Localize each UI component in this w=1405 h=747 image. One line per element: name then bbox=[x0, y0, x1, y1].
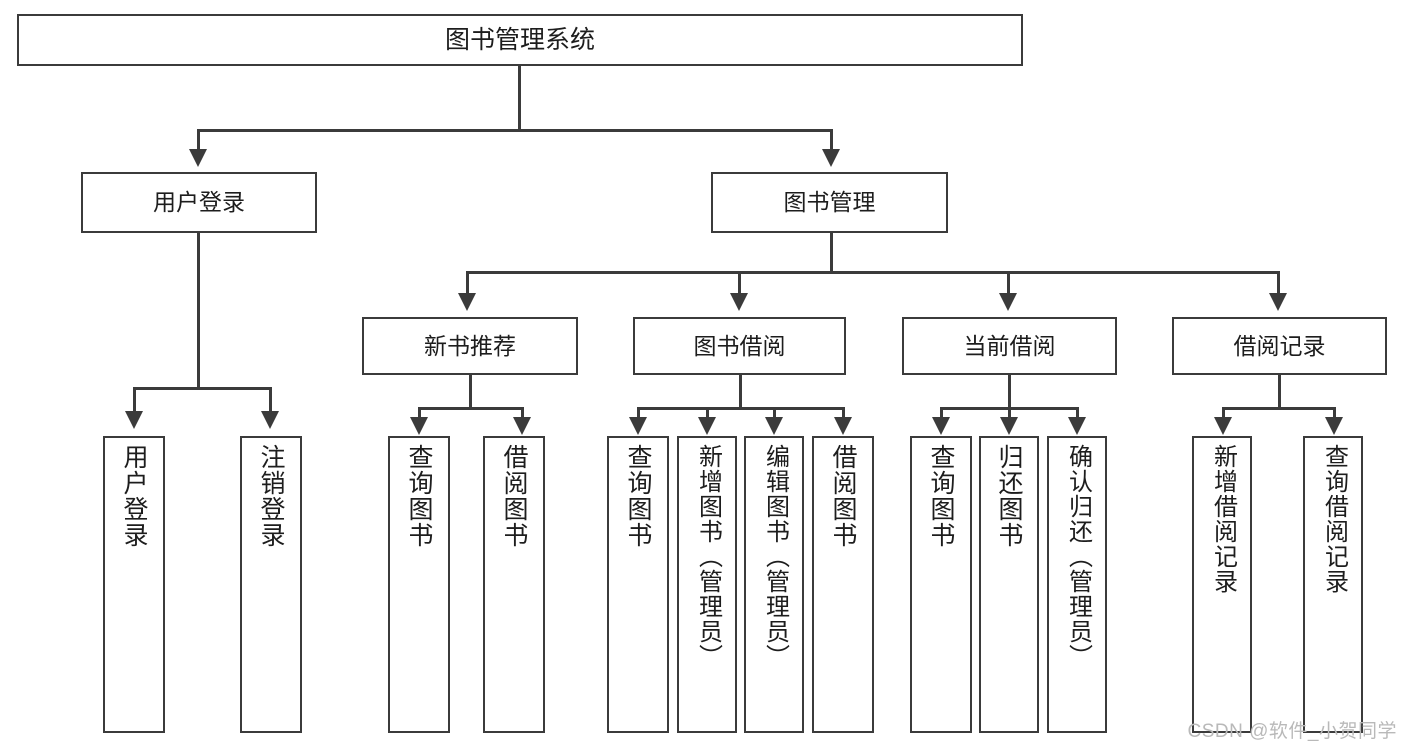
connector-book-manage-bus bbox=[466, 271, 1280, 274]
arrow-borrow-record bbox=[1269, 293, 1287, 311]
arrow-leaf-user-logout bbox=[261, 411, 279, 429]
node-label: 查询借阅记录 bbox=[1320, 444, 1348, 594]
connector-drop-leaf-user-login bbox=[133, 387, 136, 413]
node-new-book-rec[interactable]: 新书推荐 bbox=[362, 317, 578, 375]
connector-drop-bb-1 bbox=[637, 407, 640, 419]
connector-drop-br-2 bbox=[1333, 407, 1336, 419]
node-label: 查询图书 bbox=[405, 444, 433, 548]
node-book-borrow[interactable]: 图书借阅 bbox=[633, 317, 846, 375]
node-label: 新书推荐 bbox=[424, 332, 516, 359]
node-label: 注销登录 bbox=[257, 444, 285, 548]
arrow-bb-1 bbox=[629, 417, 647, 435]
connector-drop-book-manage bbox=[830, 129, 833, 151]
connector-drop-br-1 bbox=[1222, 407, 1225, 419]
connector-drop-book-borrow bbox=[738, 271, 741, 295]
node-label: 确认归还（管理员） bbox=[1064, 444, 1092, 669]
connector-drop-new-book-rec bbox=[466, 271, 469, 295]
arrow-bb-3 bbox=[765, 417, 783, 435]
arrow-book-borrow bbox=[730, 293, 748, 311]
node-label: 查询图书 bbox=[927, 444, 955, 548]
connector-drop-current-borrow bbox=[1007, 271, 1010, 295]
arrow-nbr-2 bbox=[513, 417, 531, 435]
connector-drop-nbr-2 bbox=[521, 407, 524, 419]
node-leaf-query-record[interactable]: 查询借阅记录 bbox=[1303, 436, 1363, 733]
connector-new-book-rec-stem bbox=[469, 375, 472, 409]
arrow-nbr-1 bbox=[410, 417, 428, 435]
connector-drop-bb-2 bbox=[706, 407, 709, 419]
connector-borrow-record-bus bbox=[1222, 407, 1336, 410]
connector-root-bus bbox=[197, 129, 833, 132]
connector-book-borrow-bus bbox=[637, 407, 845, 410]
connector-current-borrow-stem bbox=[1008, 375, 1011, 409]
node-leaf-borrow-book-2[interactable]: 借阅图书 bbox=[812, 436, 874, 733]
node-label: 新增借阅记录 bbox=[1209, 444, 1237, 594]
connector-root-stem bbox=[518, 66, 521, 131]
node-label: 借阅图书 bbox=[829, 444, 857, 548]
node-leaf-user-logout[interactable]: 注销登录 bbox=[240, 436, 302, 733]
node-label: 图书管理系统 bbox=[444, 25, 595, 54]
node-label: 当前借阅 bbox=[963, 332, 1056, 359]
node-user-login[interactable]: 用户登录 bbox=[81, 172, 317, 233]
connector-user-login-stem bbox=[197, 233, 200, 389]
arrow-bb-2 bbox=[698, 417, 716, 435]
node-leaf-add-record[interactable]: 新增借阅记录 bbox=[1192, 436, 1252, 733]
connector-drop-nbr-1 bbox=[418, 407, 421, 419]
node-leaf-edit-book[interactable]: 编辑图书（管理员） bbox=[744, 436, 804, 733]
node-label: 图书管理 bbox=[783, 189, 876, 216]
arrow-cb-1 bbox=[932, 417, 950, 435]
connector-drop-user-login bbox=[197, 129, 200, 151]
node-leaf-borrow-book-1[interactable]: 借阅图书 bbox=[483, 436, 545, 733]
connector-book-borrow-stem bbox=[739, 375, 742, 409]
node-leaf-user-login[interactable]: 用户登录 bbox=[103, 436, 165, 733]
connector-book-manage-stem bbox=[830, 233, 833, 273]
node-leaf-add-book[interactable]: 新增图书（管理员） bbox=[677, 436, 737, 733]
arrow-cb-3 bbox=[1068, 417, 1086, 435]
node-leaf-return-book[interactable]: 归还图书 bbox=[979, 436, 1039, 733]
node-leaf-query-book-1[interactable]: 查询图书 bbox=[388, 436, 450, 733]
node-label: 编辑图书（管理员） bbox=[761, 444, 789, 669]
node-borrow-record[interactable]: 借阅记录 bbox=[1172, 317, 1387, 375]
node-label: 借阅记录 bbox=[1233, 332, 1326, 359]
connector-drop-bb-4 bbox=[842, 407, 845, 419]
node-label: 用户登录 bbox=[153, 189, 245, 216]
connector-user-login-bus bbox=[133, 387, 271, 390]
node-label: 归还图书 bbox=[995, 444, 1023, 548]
arrow-current-borrow bbox=[999, 293, 1017, 311]
node-current-borrow[interactable]: 当前借阅 bbox=[902, 317, 1117, 375]
arrow-leaf-user-login bbox=[125, 411, 143, 429]
node-book-manage[interactable]: 图书管理 bbox=[711, 172, 948, 233]
connector-drop-leaf-user-logout bbox=[269, 387, 272, 413]
arrow-book-manage bbox=[822, 149, 840, 167]
node-leaf-confirm-return[interactable]: 确认归还（管理员） bbox=[1047, 436, 1107, 733]
arrow-br-2 bbox=[1325, 417, 1343, 435]
connector-new-book-rec-bus bbox=[418, 407, 524, 410]
arrow-new-book-rec bbox=[458, 293, 476, 311]
connector-drop-cb-2 bbox=[1008, 407, 1011, 419]
node-label: 借阅图书 bbox=[500, 444, 528, 548]
node-root-system[interactable]: 图书管理系统 bbox=[17, 14, 1023, 66]
arrow-br-1 bbox=[1214, 417, 1232, 435]
node-leaf-query-book-3[interactable]: 查询图书 bbox=[910, 436, 972, 733]
node-leaf-query-book-2[interactable]: 查询图书 bbox=[607, 436, 669, 733]
connector-drop-cb-3 bbox=[1076, 407, 1079, 419]
node-label: 图书借阅 bbox=[693, 332, 786, 359]
connector-drop-bb-3 bbox=[773, 407, 776, 419]
arrow-cb-2 bbox=[1000, 417, 1018, 435]
node-label: 查询图书 bbox=[624, 444, 652, 548]
connector-drop-borrow-record bbox=[1277, 271, 1280, 295]
node-label: 新增图书（管理员） bbox=[694, 444, 722, 669]
node-label: 用户登录 bbox=[120, 444, 148, 548]
connector-drop-cb-1 bbox=[940, 407, 943, 419]
arrow-bb-4 bbox=[834, 417, 852, 435]
connector-borrow-record-stem bbox=[1278, 375, 1281, 409]
arrow-user-login bbox=[189, 149, 207, 167]
